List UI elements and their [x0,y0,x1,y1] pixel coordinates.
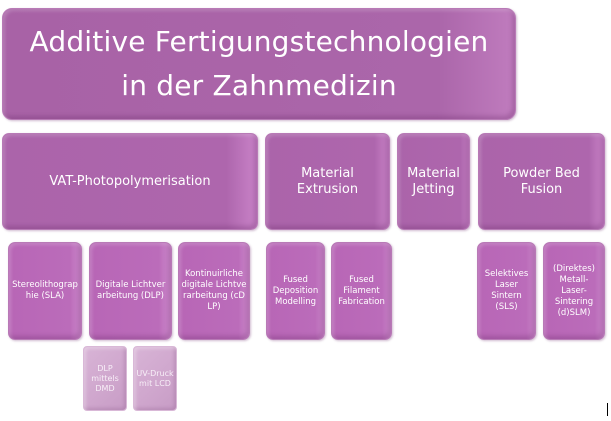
technique-fdm: Fused Deposition Modelling [266,242,325,340]
category-label: Powder Bed Fusion [503,165,580,197]
subtechnique-dlp-dmd: DLP mittels DMD [83,346,127,411]
text-cursor [607,403,608,416]
category-powder-bed-fusion: Powder Bed Fusion [478,133,605,230]
category-vat-photopolymerisation: VAT-Photopolymerisation [2,133,258,230]
subtechnique-uv-lcd: UV-Druck mit LCD [133,346,177,411]
title-line-2: in der Zahnmedizin [121,69,397,102]
technique-cdlp: Kontinuirliche digitale Lichtverarbeitun… [178,242,250,340]
category-label: VAT-Photopolymerisation [49,173,211,189]
technique-fff: Fused Filament Fabrication [331,242,392,340]
category-material-extrusion: Material Extrusion [265,133,390,230]
technique-sls: Selektives Laser Sintern (SLS) [477,242,536,340]
technique-label: Fused Filament Fabrication [338,274,385,307]
technique-slm: (Direktes) Metall-Laser-Sintering (d)SLM… [543,242,605,340]
subtechnique-label: UV-Druck mit LCD [136,368,174,388]
title-line-1: Additive Fertigungstechnologien [29,25,489,58]
diagram-title-box: Additive Fertigungstechnologien in der Z… [2,8,516,120]
technique-label: Fused Deposition Modelling [272,274,319,307]
technique-dlp: Digitale Lichtverarbeitung (DLP) [89,242,172,340]
technique-label: Kontinuirliche digitale Lichtverarbeitun… [181,269,247,312]
diagram-title: Additive Fertigungstechnologien in der Z… [30,20,489,108]
category-label: Material Extrusion [296,165,359,197]
technique-label: (Direktes) Metall-Laser-Sintering (d)SLM… [553,263,595,318]
subtechnique-label: DLP mittels DMD [91,363,119,393]
category-material-jetting: Material Jetting [397,133,470,230]
technique-label: Selektives Laser Sintern (SLS) [484,269,529,312]
technique-label: Stereolithographie (SLA) [12,280,78,301]
technique-sla: Stereolithographie (SLA) [8,242,82,340]
category-label: Material Jetting [407,165,460,197]
technique-label: Digitale Lichtverarbeitung (DLP) [95,280,166,301]
